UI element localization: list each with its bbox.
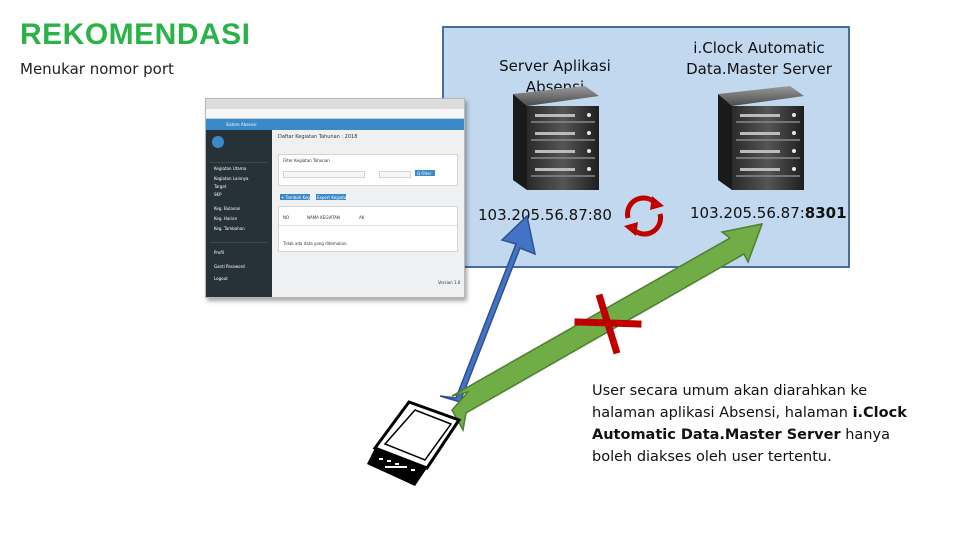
iclock-server-label: i.Clock Automatic Data.Master Server	[676, 38, 842, 80]
sidebar-item-1: Kegiatan Lainnya	[214, 176, 249, 181]
caption-part2: hanya boleh diakses oleh user tertentu.	[592, 427, 890, 465]
sidebar-item-7: Profil	[214, 250, 224, 255]
app-page-title: Daftar Kegiatan Tahunan : 2018	[278, 134, 358, 140]
caption-text: User secara umum akan diarahkan ke halam…	[592, 380, 932, 468]
app-screenshot: Sistem Absensi Kegiatan Utama Kegiatan L…	[205, 98, 465, 298]
sidebar-item-8: Ganti Password	[214, 264, 245, 269]
iclock-label-line2: Data.Master Server	[686, 60, 832, 78]
filter-panel: Filter Kegiatan Tahunan Q Filter	[278, 154, 458, 186]
app-footer-version: Version 1.0	[438, 280, 461, 285]
app-avatar	[212, 136, 224, 148]
table-header-no: NO	[283, 215, 290, 220]
table-empty-text: Tidak ada data yang ditemukan.	[283, 241, 348, 246]
app-topbar-title: Sistem Absensi	[226, 122, 257, 127]
export-button: Export Kegiatan	[316, 194, 349, 200]
sidebar-item-0: Kegiatan Utama	[214, 166, 247, 171]
sidebar-item-9: Logout	[214, 276, 228, 281]
data-table: NO NAMA KEGIATAN AK Tidak ada data yang …	[278, 206, 458, 252]
iclock-ip-prefix: 103.205.56.87:	[690, 204, 805, 222]
filter-button: Q Filter	[415, 170, 435, 176]
add-button: + Tambah Kegiatan	[280, 194, 321, 200]
app-server-icon	[513, 86, 599, 190]
caption-part1: User secara umum akan diarahkan ke halam…	[592, 383, 868, 421]
sidebar-item-3: SKP	[214, 192, 222, 197]
app-server-ip: 103.205.56.87:80	[478, 206, 612, 224]
sidebar-item-2: Target	[214, 184, 227, 189]
page-subtitle: Menukar nomor port	[20, 60, 174, 78]
blocked-cross-icon	[574, 293, 642, 355]
browser-url-bar	[206, 109, 464, 119]
laptop-icon	[367, 400, 462, 486]
app-content: Daftar Kegiatan Tahunan : 2018 Filter Ke…	[272, 130, 464, 297]
iclock-server-ip: 103.205.56.87:8301	[690, 204, 847, 222]
app-top-bar: Sistem Absensi	[206, 119, 464, 130]
arrow-to-app-server	[439, 214, 537, 403]
sync-cycle-icon	[624, 195, 664, 237]
caption-bold: i.Clock Automatic Data.Master Server	[592, 405, 907, 443]
iclock-ip-port: 8301	[804, 204, 847, 222]
browser-tab-bar	[206, 99, 464, 109]
table-header-name: NAMA KEGIATAN	[307, 215, 340, 220]
page-title: REKOMENDASI	[20, 18, 251, 51]
iclock-label-line1: i.Clock Automatic	[693, 39, 825, 57]
filter-title: Filter Kegiatan Tahunan	[283, 158, 330, 163]
sidebar-item-6: Keg. Tambahan	[214, 226, 245, 231]
app-sidebar: Kegiatan Utama Kegiatan Lainnya Target S…	[206, 130, 272, 297]
table-header-ak: AK	[359, 215, 365, 220]
sidebar-item-4: Keg. Bulanan	[214, 206, 241, 211]
sidebar-item-5: Keg. Harian	[214, 216, 238, 221]
iclock-server-icon	[718, 86, 804, 190]
